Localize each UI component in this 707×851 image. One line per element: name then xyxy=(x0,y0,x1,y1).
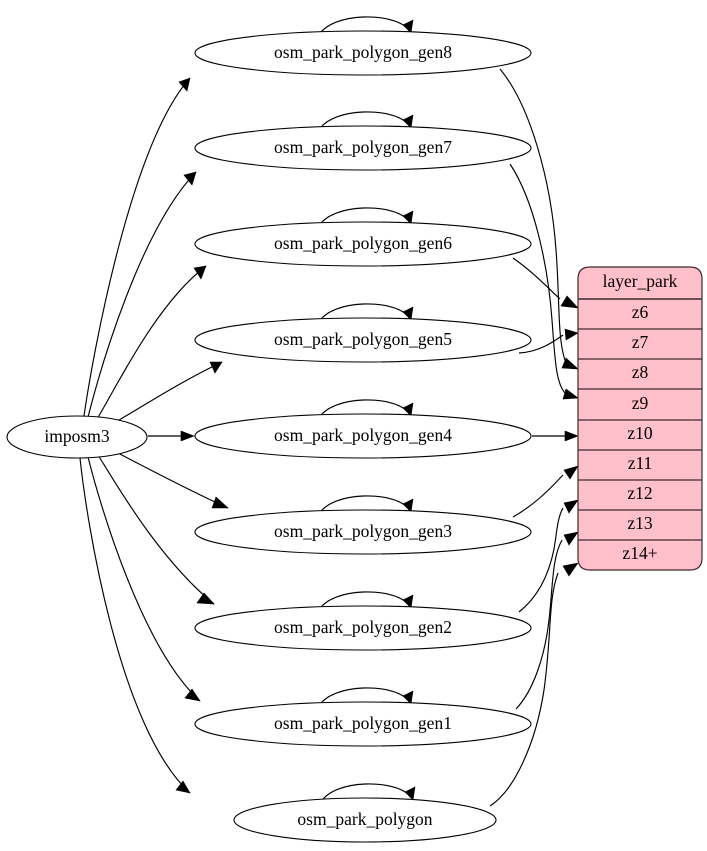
self-loop-gen5 xyxy=(318,303,414,323)
edge-imposm3-to-gen1 xyxy=(87,456,201,702)
layer-park-header-label: layer_park xyxy=(603,271,678,291)
layer-park-table[interactable]: layer_park z6 z7 z8 z9 z10 z11 z12 z13 z… xyxy=(577,266,703,571)
edge-imposm3-to-gen5 xyxy=(113,361,223,424)
node-label-gen2: osm_park_polygon_gen2 xyxy=(274,617,452,637)
edge-gen2-to-z12 xyxy=(518,499,579,613)
node-imposm3[interactable]: imposm3 xyxy=(6,415,148,459)
edge-gen5-to-z7 xyxy=(518,328,579,354)
node-label-gen7: osm_park_polygon_gen7 xyxy=(274,137,452,157)
self-loop-gen3 xyxy=(318,495,414,515)
edge-gen6-to-z6 xyxy=(512,257,579,309)
table-row-z11[interactable]: z11 xyxy=(628,453,653,473)
edge-imposm3-to-gen3 xyxy=(115,451,229,509)
edge-imposm3-to-gen7 xyxy=(87,171,197,418)
edge-gen3-to-z11 xyxy=(512,465,579,518)
edges-process-to-layer xyxy=(489,68,579,807)
edge-imposm3-to-base xyxy=(79,457,191,794)
node-osm-park-polygon-gen2[interactable]: osm_park_polygon_gen2 xyxy=(194,605,532,651)
edge-imposm3-to-gen6 xyxy=(96,265,207,420)
node-osm-park-polygon-gen7[interactable]: osm_park_polygon_gen7 xyxy=(194,125,532,171)
edge-gen4-to-z10 xyxy=(532,430,579,442)
table-row-z8[interactable]: z8 xyxy=(632,362,649,382)
node-osm-park-polygon-gen4[interactable]: osm_park_polygon_gen4 xyxy=(194,413,532,459)
node-label-gen8: osm_park_polygon_gen8 xyxy=(274,42,452,62)
table-row-z14plus[interactable]: z14+ xyxy=(622,543,657,563)
table-row-z10[interactable]: z10 xyxy=(627,423,653,443)
self-loop-gen6 xyxy=(318,207,414,227)
node-label-gen4: osm_park_polygon_gen4 xyxy=(274,425,452,445)
edge-imposm3-to-gen2 xyxy=(97,454,215,605)
node-osm-park-polygon[interactable]: osm_park_polygon xyxy=(233,797,497,843)
layer-park-table-body xyxy=(577,266,703,571)
edge-imposm3-to-gen4 xyxy=(148,430,195,442)
table-row-z9[interactable]: z9 xyxy=(632,393,649,413)
node-label-gen1: osm_park_polygon_gen1 xyxy=(274,713,452,733)
self-loop-gen8 xyxy=(318,16,414,36)
node-osm-park-polygon-gen8[interactable]: osm_park_polygon_gen8 xyxy=(194,30,532,76)
self-loop-gen1 xyxy=(318,687,414,707)
edges-self-loops xyxy=(318,16,416,803)
node-label-base: osm_park_polygon xyxy=(297,809,432,829)
edge-gen8-to-z8 xyxy=(499,68,579,370)
edges-source-to-process xyxy=(79,77,229,794)
self-loop-gen4 xyxy=(318,399,414,419)
edge-gen1-to-z13 xyxy=(515,531,579,710)
node-label-gen5: osm_park_polygon_gen5 xyxy=(274,329,452,349)
node-osm-park-polygon-gen1[interactable]: osm_park_polygon_gen1 xyxy=(194,701,532,747)
node-osm-park-polygon-gen3[interactable]: osm_park_polygon_gen3 xyxy=(194,509,532,555)
node-osm-park-polygon-gen5[interactable]: osm_park_polygon_gen5 xyxy=(194,317,532,363)
table-row-z6[interactable]: z6 xyxy=(632,302,649,322)
edge-base-to-z14 xyxy=(489,562,579,807)
table-row-z13[interactable]: z13 xyxy=(627,513,653,533)
table-row-z7[interactable]: z7 xyxy=(632,332,649,352)
edge-gen7-to-z9 xyxy=(509,163,579,400)
node-label-gen3: osm_park_polygon_gen3 xyxy=(274,521,452,541)
node-label-gen6: osm_park_polygon_gen6 xyxy=(274,233,452,253)
self-loop-gen7 xyxy=(318,111,414,131)
edge-imposm3-to-gen8 xyxy=(83,77,191,417)
node-label-imposm3: imposm3 xyxy=(44,426,109,446)
self-loop-gen2 xyxy=(318,591,414,611)
node-osm-park-polygon-gen6[interactable]: osm_park_polygon_gen6 xyxy=(194,221,532,267)
self-loop-base xyxy=(320,783,416,803)
table-row-z12[interactable]: z12 xyxy=(627,483,652,503)
